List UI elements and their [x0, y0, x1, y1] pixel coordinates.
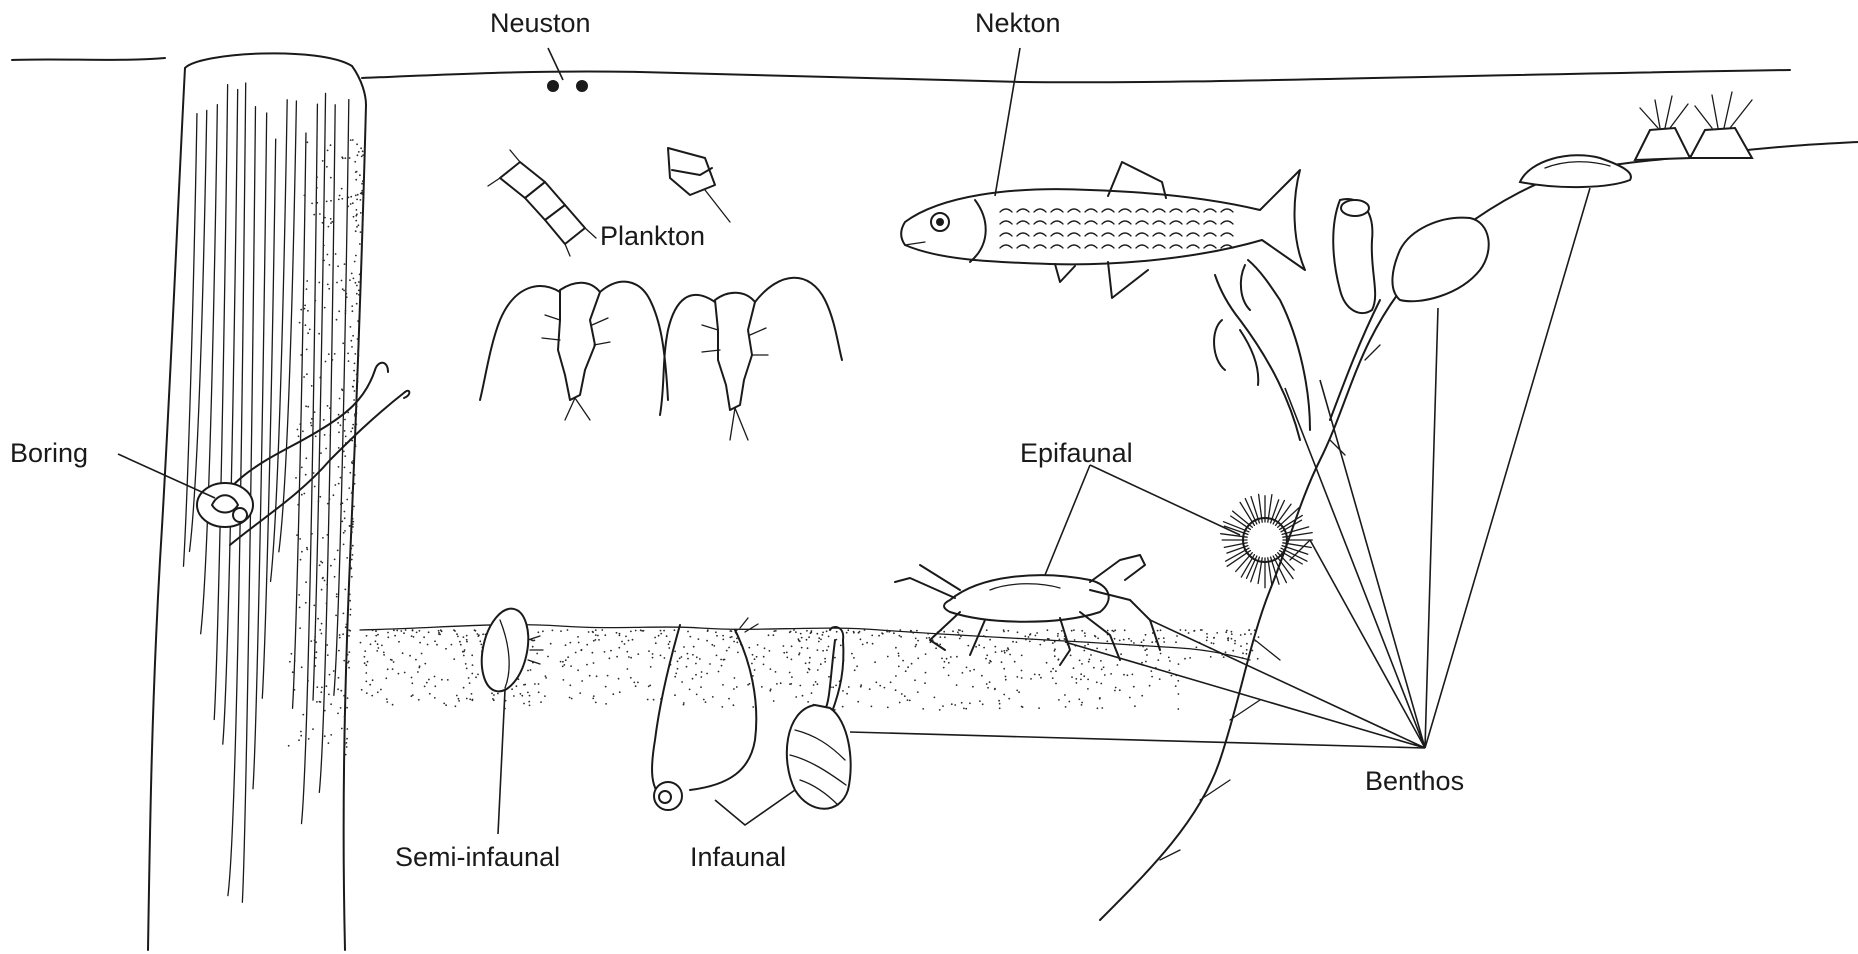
label-epifaunal: Epifaunal: [1020, 438, 1133, 468]
infaunal-clam: [787, 627, 851, 809]
label-neuston: Neuston: [490, 8, 591, 38]
label-benthos: Benthos: [1365, 766, 1464, 796]
label-nekton: Nekton: [975, 8, 1061, 38]
semi-infaunal-mussel: [475, 604, 543, 695]
label-boring: Boring: [10, 438, 88, 468]
water-surface-line: [12, 58, 1790, 82]
barnacle: [1635, 96, 1690, 160]
neuston-leader-line: [548, 48, 563, 80]
plankton-copepod: [660, 278, 842, 440]
infaunal-worm: [652, 618, 758, 810]
infaunal-leader-lines: [715, 790, 795, 825]
semi-infaunal-leader-line: [498, 690, 505, 834]
wooden-piling: [148, 53, 366, 950]
sea-urchin: [1221, 494, 1313, 587]
boring-shipworm: [197, 363, 409, 545]
nekton-leader-line: [995, 48, 1020, 196]
label-infaunal: Infaunal: [690, 842, 786, 872]
label-plankton: Plankton: [600, 221, 705, 251]
limpet: [1520, 155, 1631, 187]
nekton-fish: [901, 162, 1305, 298]
plankton-dinoflagellate: [668, 148, 730, 222]
plankton-copepod: [480, 282, 668, 420]
tunicates: [1333, 199, 1488, 313]
barnacle: [1690, 92, 1752, 158]
plankton-diatom-chain: [488, 150, 596, 256]
label-semi-infaunal: Semi-infaunal: [395, 842, 560, 872]
neuston-organism: [547, 80, 559, 92]
crab: [895, 555, 1160, 665]
neuston-organism: [576, 80, 588, 92]
